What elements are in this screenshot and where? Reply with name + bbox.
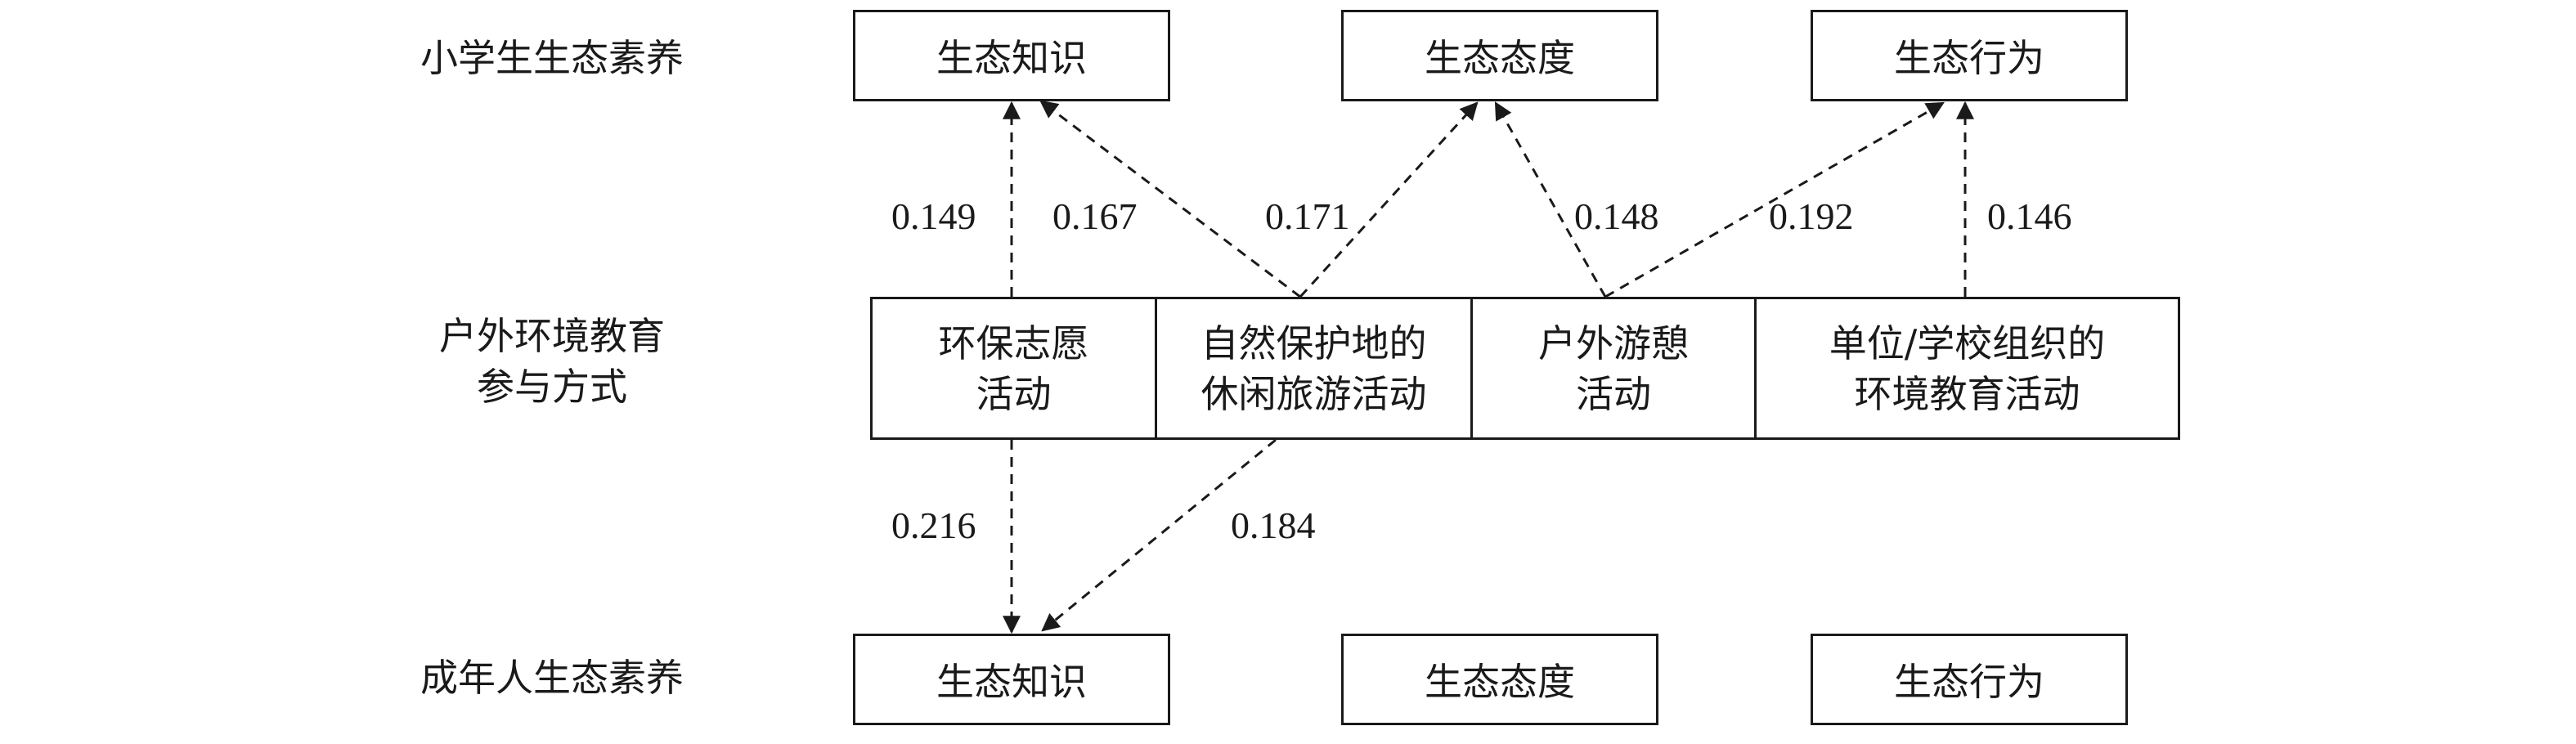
activity-protected-area-line1: 自然保护地的: [1200, 320, 1427, 365]
coef-recreation-child-attitude: 0.148: [1574, 195, 1659, 237]
row-label-adults: 成年人生态素养: [420, 656, 684, 700]
activity-organized-line1: 单位/学校组织的: [1829, 320, 2106, 365]
child-attitude-box: 生态态度: [1341, 10, 1658, 101]
row-label-line2: 参与方式: [477, 365, 627, 409]
coef-protected-adult-knowledge: 0.184: [1231, 504, 1316, 546]
activity-recreation-line2: 活动: [1576, 371, 1651, 416]
child-attitude-label: 生态态度: [1425, 36, 1575, 80]
activity-organized-education: 单位/学校组织的 环境教育活动: [1754, 299, 2178, 437]
coef-recreation-child-behavior: 0.192: [1769, 195, 1854, 237]
activity-outdoor-recreation: 户外游憩 活动: [1470, 299, 1754, 437]
arrow-recreation-to-child-attitude: [1494, 101, 1607, 298]
activity-volunteer: 环保志愿 活动: [873, 299, 1155, 437]
arrow-protected-to-child-attitude: [1299, 101, 1479, 298]
adult-knowledge-box: 生态知识: [853, 634, 1170, 725]
activity-protected-area-tourism: 自然保护地的 休闲旅游活动: [1155, 299, 1470, 437]
activity-recreation-line1: 户外游憩: [1538, 320, 1689, 365]
row-label-line1: 户外环境教育: [439, 314, 665, 358]
activity-organized-line2: 环境教育活动: [1854, 371, 2080, 416]
adult-behavior-label: 生态行为: [1894, 660, 2044, 704]
child-knowledge-label: 生态知识: [936, 36, 1087, 80]
coef-volunteer-child-knowledge: 0.149: [891, 195, 976, 237]
row-label-children: 小学生生态素养: [420, 36, 684, 80]
child-behavior-box: 生态行为: [1811, 10, 2128, 101]
child-behavior-label: 生态行为: [1894, 36, 2044, 80]
adult-attitude-box: 生态态度: [1341, 634, 1658, 725]
activity-volunteer-line1: 环保志愿: [938, 320, 1089, 365]
row-label-education-modes: 户外环境教育 参与方式: [393, 311, 711, 412]
coef-protected-child-attitude: 0.171: [1265, 195, 1350, 237]
activities-box: 环保志愿 活动 自然保护地的 休闲旅游活动 户外游憩 活动 单位/学校组织的 环…: [870, 297, 2180, 440]
child-knowledge-box: 生态知识: [853, 10, 1170, 101]
adult-behavior-box: 生态行为: [1811, 634, 2128, 725]
adult-attitude-label: 生态态度: [1425, 660, 1575, 704]
adult-knowledge-label: 生态知识: [936, 660, 1087, 704]
coef-organized-child-behavior: 0.146: [1987, 195, 2072, 237]
coef-volunteer-adult-knowledge: 0.216: [891, 504, 976, 546]
arrow-protected-to-child-knowledge: [1039, 100, 1301, 298]
activity-volunteer-line2: 活动: [976, 371, 1052, 416]
activity-protected-area-line2: 休闲旅游活动: [1200, 371, 1427, 416]
coef-protected-child-knowledge: 0.167: [1052, 195, 1138, 237]
arrow-recreation-to-child-behavior: [1604, 101, 1945, 298]
